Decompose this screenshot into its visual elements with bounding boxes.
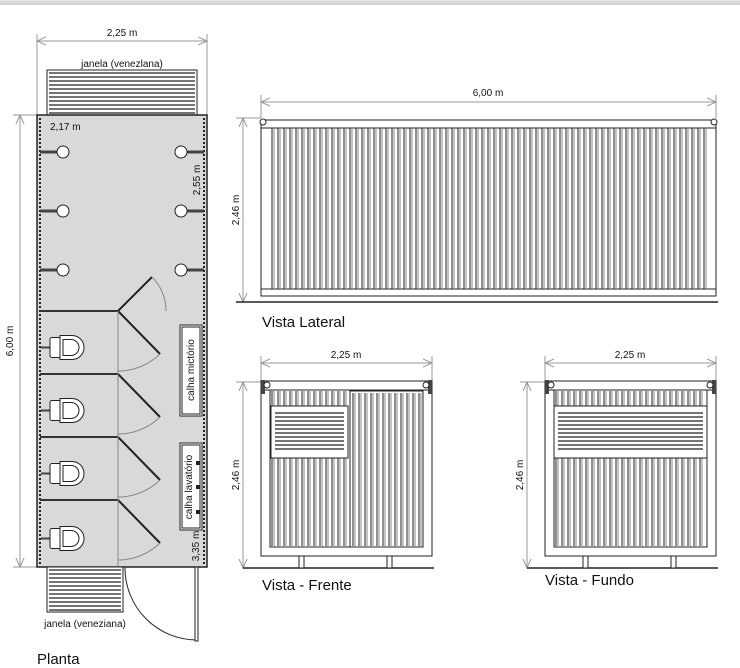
plan-length-dimension xyxy=(13,115,37,567)
back-width-label: 2,25 m xyxy=(615,350,646,361)
sink-trough-label: calha lavatório xyxy=(184,454,195,519)
top-window-label: janela (venezlana) xyxy=(80,59,163,70)
urinal-icon xyxy=(56,263,70,277)
stall-door xyxy=(117,499,161,544)
stall-door xyxy=(117,310,161,355)
window-top-bar xyxy=(0,0,740,5)
urinal-area-door xyxy=(117,276,167,312)
plan-title: Planta xyxy=(37,651,80,668)
urinal-trough: calha mictório xyxy=(179,324,203,417)
sink-trough: calha lavatório xyxy=(179,442,203,531)
plan-width-dimension xyxy=(37,34,207,115)
urinal-icon xyxy=(174,145,188,159)
front-door xyxy=(349,390,424,548)
urinal-area-label: 2,55 m xyxy=(192,165,203,196)
bottom-window-label: janela (veneziana) xyxy=(43,619,126,630)
wc-area-label: 3,35 m xyxy=(191,531,202,562)
front-height-label: 2,46 m xyxy=(231,460,242,491)
urinal-icon xyxy=(174,263,188,277)
stall-door xyxy=(117,373,161,418)
inner-width-label: 2,17 m xyxy=(50,122,81,133)
back-view: 2,25 m 2,46 m Vista - Fundo xyxy=(515,350,718,589)
floor-plan: 2,25 m 6,00 m janela (venezlana) 2,17 m … xyxy=(5,28,207,668)
bottom-window xyxy=(46,566,124,613)
back-view-title: Vista - Fundo xyxy=(545,572,634,589)
top-window xyxy=(46,69,198,118)
side-width-label: 6,00 m xyxy=(473,88,504,99)
plan-width-label: 2,25 m xyxy=(107,28,138,39)
side-view-title: Vista Lateral xyxy=(262,314,345,331)
stall-door xyxy=(117,436,161,481)
entrance-door xyxy=(124,566,199,642)
plan-length-label: 6,00 m xyxy=(5,326,16,357)
urinal-icon xyxy=(56,204,70,218)
front-view-title: Vista - Frente xyxy=(262,577,352,594)
urinal-icon xyxy=(56,145,70,159)
side-view: 6,00 m 2,46 m Vista Lateral xyxy=(231,88,718,331)
urinals xyxy=(40,145,204,277)
front-view: 2,25 m 2,46 m Vista - Frente xyxy=(231,350,434,594)
back-height-label: 2,46 m xyxy=(515,460,526,491)
urinal-trough-label: calha mictório xyxy=(186,339,197,401)
toilet-stalls xyxy=(40,310,161,561)
front-width-label: 2,25 m xyxy=(331,350,362,361)
urinal-icon xyxy=(174,204,188,218)
side-height-label: 2,46 m xyxy=(231,195,242,226)
